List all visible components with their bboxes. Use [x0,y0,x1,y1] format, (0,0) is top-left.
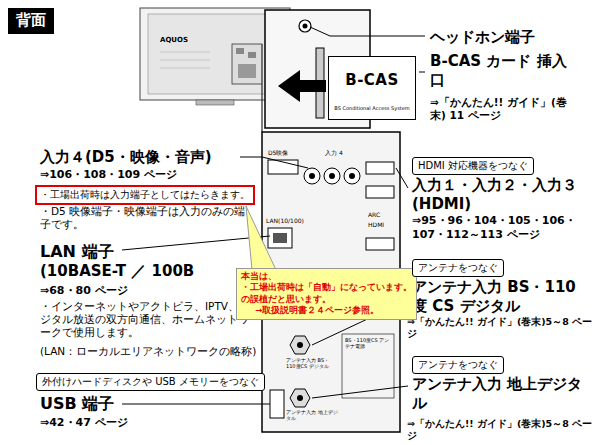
part-name: USB 端子 [40,394,114,414]
page-ref: ⇒「かんたん!! ガイド」(巻末)5～8 ページ [407,316,593,340]
note-text: ・D5 映像端子・映像端子は入力のみの端子です。 [40,205,255,231]
brand-name: AQUOS [160,36,188,45]
section-title: 背面 [8,8,54,34]
box-text: アンテナをつなぐ [418,358,498,372]
group-tag: 外付けハードディスクや USB メモリーをつなぐ [36,373,265,391]
part-name: 入力１・入力２・入力３(HDMI) [412,176,584,214]
box-text: ・工場出荷時は入力端子としてはたらきます。 [40,188,250,202]
card-box: B-CAS BS Conditional Access System [328,56,416,120]
part-name: アンテナ入力 BS・110 度 CS デジタル [412,278,587,316]
terminal-label: BS・110度CS アンテナ電源 [345,338,391,350]
box-text: の誤植だと思います。 [241,294,412,305]
box-text: 外付けハードディスクや USB メモリーをつなぐ [42,375,259,389]
terminal-label: D5映像 [268,150,288,157]
page-ref: ⇒「かんたん!! ガイド」(巻末) 11 ページ [430,96,582,122]
terminal-label: アンテナ入力 地上デジタル [286,410,338,422]
box-text: →取扱説明書２４ページ参照。 [241,305,412,316]
callout-bubble: 本当は、・工場出荷時は「自動」になっています。の誤植だと思います。→取扱説明書２… [236,268,417,320]
box-text: BS Conditional Access System [329,105,415,111]
box-text: 本当は、 [241,271,412,282]
note-text: (LAN：ローカルエリアネットワークの略称) [40,345,256,358]
part-name: アンテナ入力 地上デジタル [412,375,587,413]
box-text: B-CAS [329,71,415,89]
box-text: アンテナをつなぐ [418,261,498,275]
part-name: ヘッドホン端子 [430,28,590,47]
part-name: (10BASE-T ／ 100B [40,262,194,281]
box-text: HDMI 対応機器をつなぐ [418,159,528,173]
page-ref: ⇒106・108・109 ページ [40,168,177,182]
page-ref: ⇒95・96・104・105・106・107・112～113 ページ [412,214,584,242]
group-tag: アンテナをつなぐ [412,259,504,277]
part-name: B-CAS カード 挿入口 [430,52,570,90]
part-name: LAN 端子 [40,242,114,262]
page-ref: ⇒「かんたん!! ガイド」(巻末)5～8 ページ [407,418,593,442]
terminal-label: アンテナ入力 BS・110度CS デジタル [286,358,338,370]
part-name: 入力４(D5・映像・音声) [40,148,212,167]
terminal-label: ARC [368,212,380,219]
terminal-label: HDMI [368,222,384,229]
highlight-box: ・工場出荷時は入力端子としてはたらきます。 [35,185,255,205]
note-text: ・インターネットやアクトビラ、IPTV、デジタル放送の双方向通信、ホームネットワ… [40,300,255,339]
box-text: ・工場出荷時は「自動」になっています。 [241,282,412,293]
group-tag: アンテナをつなぐ [412,356,504,374]
group-tag: HDMI 対応機器をつなぐ [412,157,534,175]
terminal-label: LAN(10/100) [266,218,304,225]
page-ref: ⇒68・80 ページ [40,284,128,298]
terminal-label: 入力 4 [325,150,343,157]
page-ref: ⇒42・47 ページ [40,416,128,430]
